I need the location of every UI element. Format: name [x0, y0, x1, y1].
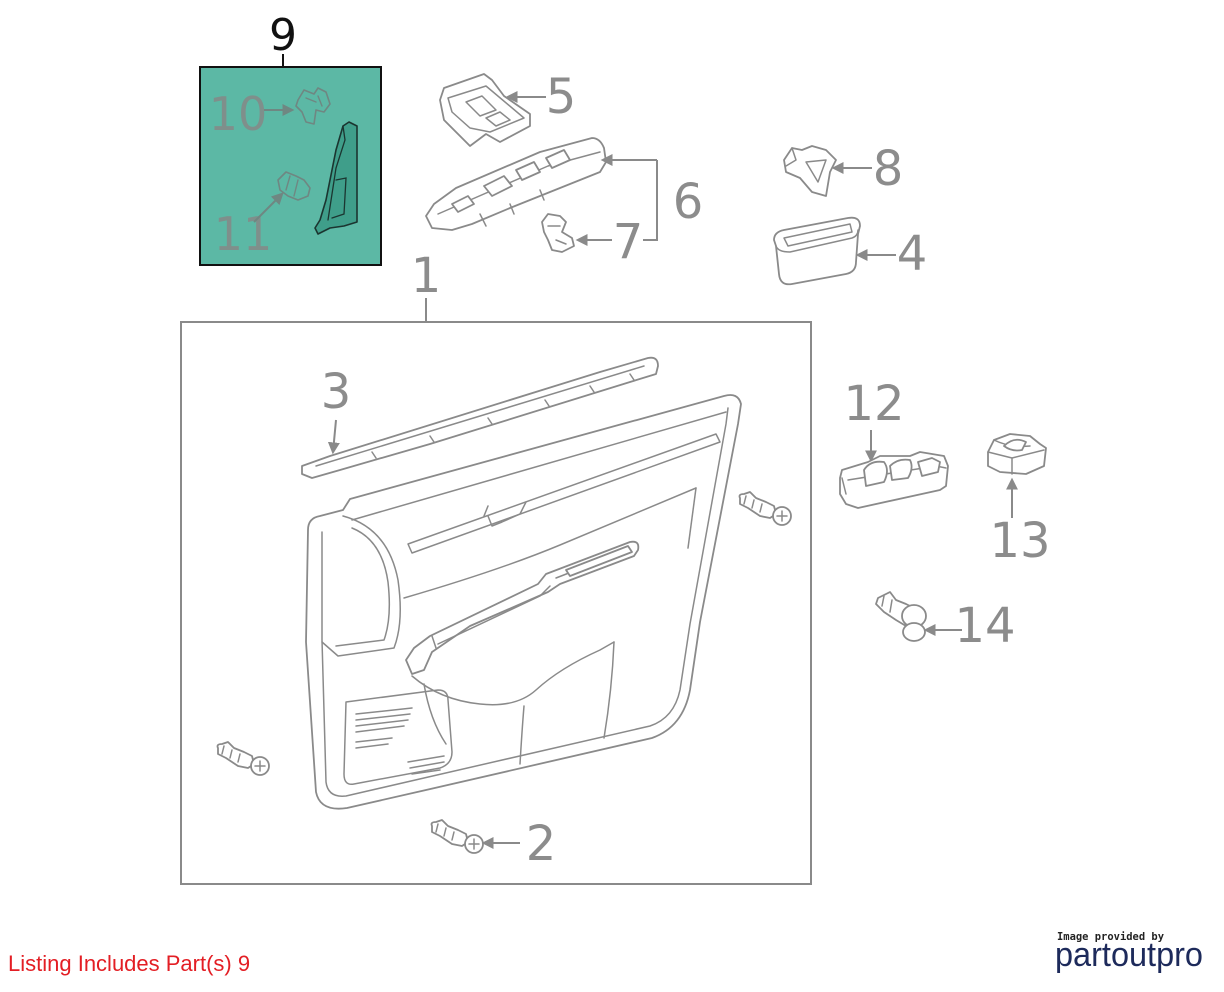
callout-13: 13: [989, 513, 1050, 569]
callout-11-arrow: [253, 192, 284, 223]
callout-7: 7: [613, 214, 644, 270]
callout-2: 2: [526, 816, 557, 872]
callout-10: 10: [209, 87, 268, 141]
part-clip-left: [216, 741, 270, 776]
part-3-belt-molding: [301, 356, 659, 479]
callout-9: 9: [269, 10, 297, 61]
part-9-trim-piece: [314, 121, 358, 235]
callout-1: 1: [411, 248, 442, 304]
callout-6: 6: [673, 174, 704, 230]
part-10-clip: [295, 87, 331, 125]
part-12-switch: [839, 451, 949, 509]
callout-11: 11: [214, 207, 273, 261]
callout-8: 8: [873, 141, 904, 197]
callout-12: 12: [843, 376, 904, 432]
callout-3-arrow: [327, 419, 340, 455]
partoutpro-logo: Image provided by partoutpro: [1055, 931, 1203, 974]
part-6-window-switch-panel: [425, 137, 607, 231]
part-5-switch-base: [439, 73, 531, 147]
part-1-assembly-frame: [180, 321, 812, 885]
image-provided-by-text: Image provided by: [1057, 931, 1165, 943]
callout-6-bracket: [643, 160, 658, 241]
part-1-door-trim-panel: [305, 394, 742, 810]
callout-5: 5: [546, 69, 577, 125]
part-clip-right: [738, 491, 792, 526]
part-8-bracket: [783, 145, 837, 197]
callout-3: 3: [321, 364, 352, 420]
part-2-clip: [430, 819, 484, 854]
callout-4: 4: [897, 226, 928, 282]
part-13-switch: [987, 433, 1047, 475]
part-7-clip: [541, 213, 575, 253]
part-4-cup: [773, 216, 861, 286]
part-11-push-pin: [277, 171, 311, 201]
callout-14: 14: [954, 598, 1015, 654]
brand-wordmark: partoutpro: [1055, 936, 1203, 974]
part-14-pin: [875, 591, 927, 642]
listing-includes-text: Listing Includes Part(s) 9: [8, 951, 250, 976]
